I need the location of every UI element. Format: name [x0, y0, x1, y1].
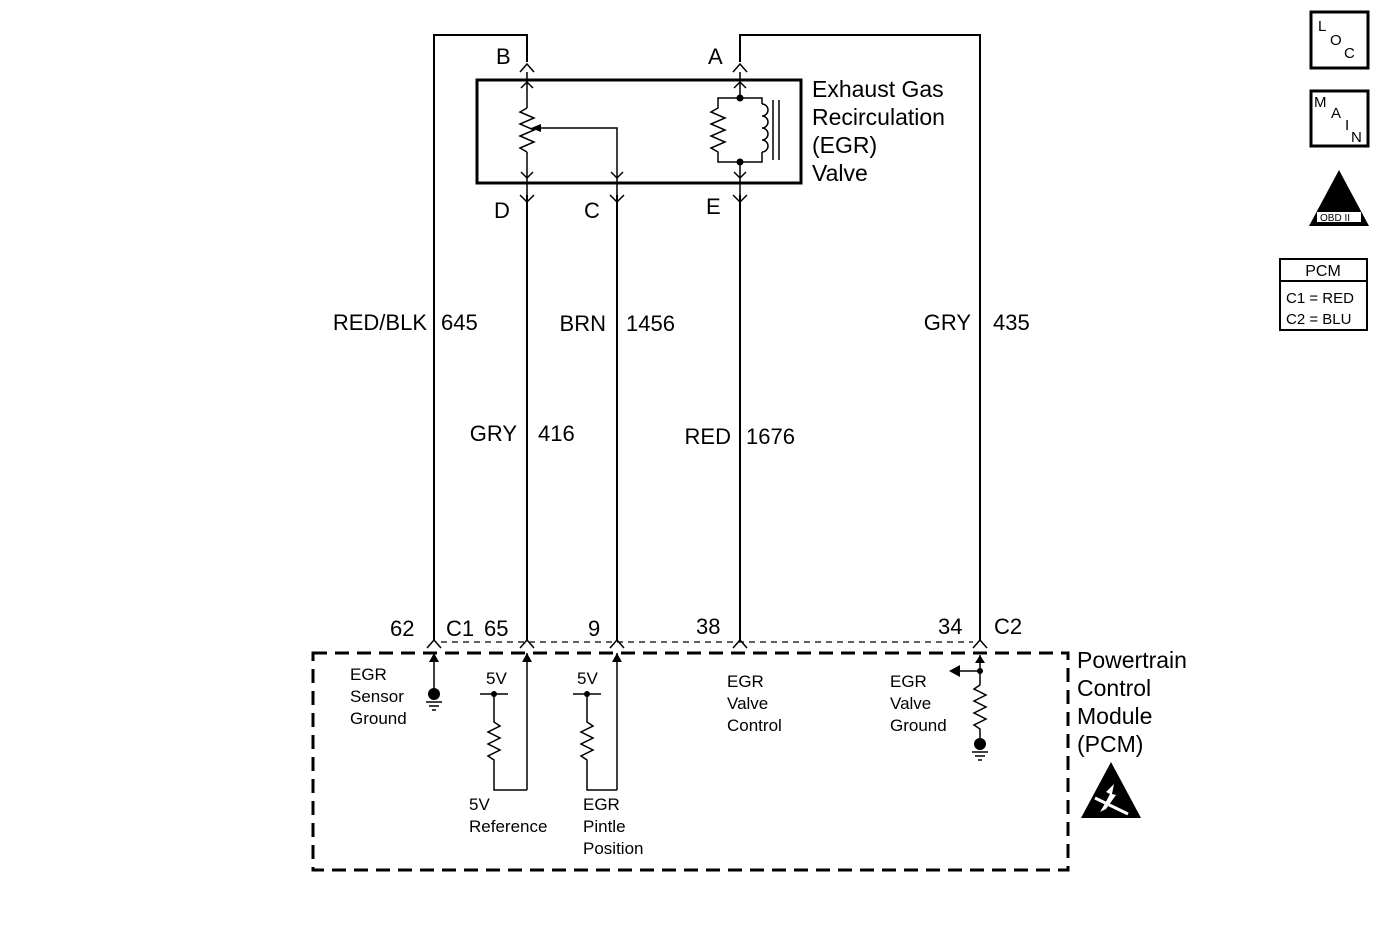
pin-a-label: A — [708, 44, 723, 69]
wire-circuit-1676: 1676 — [746, 424, 795, 449]
ref-5v-line-1: 5V — [469, 795, 490, 814]
ref-5v-line-2: Reference — [469, 817, 547, 836]
egr-pintle-line-3: Position — [583, 839, 643, 858]
egr-pintle-line-2: Pintle — [583, 817, 626, 836]
main-letter-m: M — [1314, 94, 1327, 111]
wire-gry-435 — [739, 34, 981, 640]
loc-letter-o: O — [1330, 32, 1342, 49]
pcm-legend-title: PCM — [1305, 263, 1341, 280]
egr-valve-ground-circuit — [949, 655, 988, 761]
loc-letter-c: C — [1344, 45, 1355, 62]
egr-valve-control-line-2: Valve — [727, 694, 768, 713]
pintle-position-circuit — [573, 653, 622, 791]
pcm-legend-c2: C2 = BLU — [1286, 311, 1351, 328]
egr-valve-ground-line-3: Ground — [890, 716, 947, 735]
wire-circuit-645: 645 — [441, 310, 478, 335]
egr-valve-ground-line-1: EGR — [890, 672, 927, 691]
wire-color-red: RED — [685, 424, 731, 449]
egr-sensor-ground-line-2: Sensor — [350, 687, 404, 706]
potentiometer-symbol — [518, 72, 624, 195]
pcm-title-line-1: Powertrain — [1077, 647, 1187, 673]
pin-62-label: 62 — [390, 616, 414, 641]
wire-circuit-416: 416 — [538, 421, 575, 446]
egr-valve-control-line-1: EGR — [727, 672, 764, 691]
pin-9-label: 9 — [588, 616, 600, 641]
valve-connector-top — [519, 62, 748, 73]
egr-pintle-line-1: EGR — [583, 795, 620, 814]
pin-e-label: E — [706, 194, 721, 219]
valve-title-line-1: Exhaust Gas — [812, 76, 944, 102]
egr-valve-title: Exhaust Gas Recirculation (EGR) Valve — [812, 76, 945, 186]
wire-color-gry-435: GRY — [924, 310, 972, 335]
pcm-module-box — [311, 651, 1070, 872]
main-letter-a: A — [1331, 105, 1341, 122]
pcm-title-line-3: Module — [1077, 703, 1152, 729]
esd-warning-icon — [1081, 762, 1141, 818]
pcm-title-line-4: (PCM) — [1077, 731, 1143, 757]
obd-ii-text: OBD II — [1320, 213, 1350, 224]
valve-title-line-4: Valve — [812, 160, 868, 186]
egr-valve-control-line-3: Control — [727, 716, 782, 735]
pin-b-label: B — [496, 44, 511, 69]
egr-sensor-ground-line-3: Ground — [350, 709, 407, 728]
main-letter-n: N — [1351, 129, 1362, 146]
valve-title-line-2: Recirculation — [812, 104, 945, 130]
pcm-legend-c1: C1 = RED — [1286, 290, 1354, 307]
egr-valve-ground-line-2: Valve — [890, 694, 931, 713]
wire-red-blk-645 — [433, 34, 528, 640]
valve-title-line-3: (EGR) — [812, 132, 877, 158]
pcm-title: Powertrain Control Module (PCM) — [1077, 647, 1187, 757]
pin-38-label: 38 — [696, 614, 720, 639]
obd-ii-icon: II OBD II — [1309, 170, 1369, 226]
v5-label-pintle: 5V — [577, 669, 598, 688]
egr-valve-component — [475, 72, 803, 195]
wire-color-gry-416: GRY — [470, 421, 518, 446]
main-letter-i: I — [1345, 117, 1349, 134]
v5-label-ref: 5V — [486, 669, 507, 688]
pcm-connector-legend: PCM C1 = RED C2 = BLU — [1279, 258, 1368, 331]
pcm-connector-row — [426, 638, 988, 649]
loc-icon: L O C — [1309, 10, 1370, 70]
pin-65-label: 65 — [484, 616, 508, 641]
connector-c2-label: C2 — [994, 614, 1022, 639]
wire-circuit-1456: 1456 — [626, 311, 675, 336]
five-volt-reference-circuit — [480, 653, 532, 791]
pin-c-label: C — [584, 198, 600, 223]
connector-c1-label: C1 — [446, 616, 474, 641]
pin-d-label: D — [494, 198, 510, 223]
loc-letter-l: L — [1318, 18, 1326, 35]
obd-ii-numeral: II — [1331, 191, 1339, 207]
main-icon: M A I N — [1309, 89, 1370, 148]
wire-circuit-435: 435 — [993, 310, 1030, 335]
pin-34-label: 34 — [938, 614, 962, 639]
pcm-title-line-2: Control — [1077, 675, 1151, 701]
solenoid-symbol — [709, 72, 780, 195]
valve-connector-bottom — [519, 194, 748, 204]
wire-color-brn: BRN — [560, 311, 606, 336]
egr-sensor-ground-circuit — [426, 653, 442, 711]
egr-sensor-ground-line-1: EGR — [350, 665, 387, 684]
wire-color-red-blk: RED/BLK — [333, 310, 427, 335]
